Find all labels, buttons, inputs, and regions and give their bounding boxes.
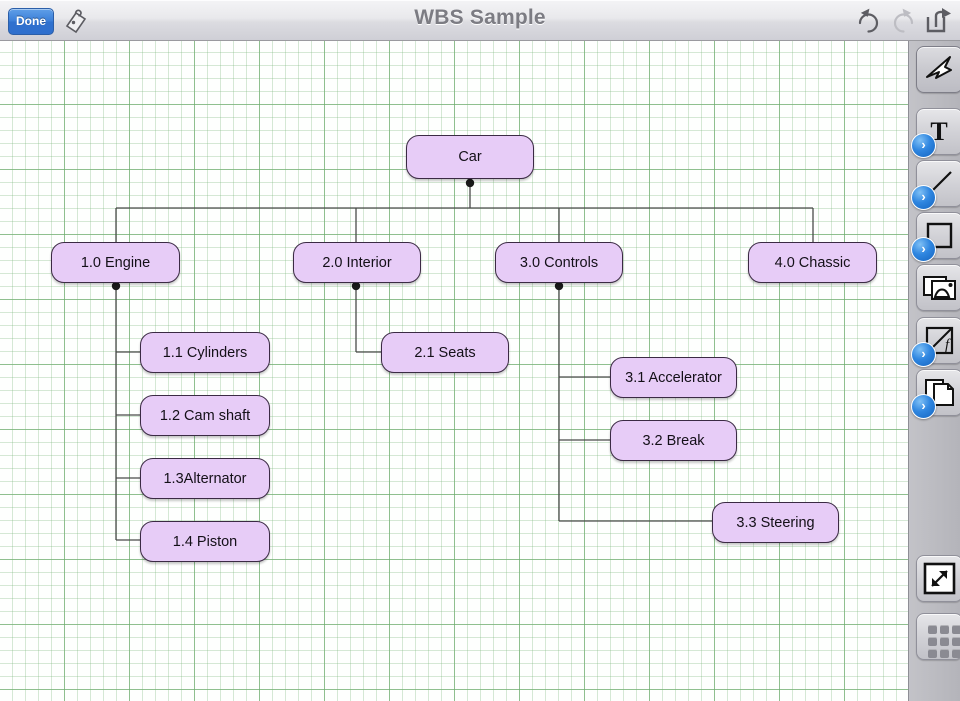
grid-tool[interactable] [916,613,960,660]
connector-dot-interior[interactable] [351,281,361,291]
node-label: 2.0 Interior [322,254,392,271]
node-car[interactable]: Car [406,135,534,179]
redo-icon[interactable] [890,5,918,36]
diagram-canvas[interactable]: Car 1.0 Engine 2.0 Interior 3.0 Controls 4.0… [0,41,960,701]
select-arrow-tool[interactable] [916,46,960,93]
connector-dot-engine[interactable] [111,281,121,291]
duplicate-tool[interactable]: › [911,369,960,419]
node-label: 1.1 Cylinders [162,344,248,361]
text-tool[interactable]: T› [911,108,960,158]
node-label: 1.2 Cam shaft [159,407,251,424]
node-label: 2.1 Seats [414,344,476,361]
tag-icon[interactable] [62,6,90,35]
node-label: Car [458,149,482,165]
node-label: 3.0 Controls [519,254,599,271]
node-label: 3.1 Accelerator [625,369,722,386]
node-accelerator[interactable]: 3.1 Accelerator [610,357,737,398]
shape-tool[interactable]: › [911,212,960,262]
function-tool[interactable]: f› [911,317,960,367]
image-tool[interactable] [916,264,960,311]
done-button[interactable]: Done [8,8,54,35]
node-label: 3.3 Steering [736,514,815,531]
chevron-right-badge-icon[interactable]: › [911,394,936,419]
node-seats[interactable]: 2.1 Seats [381,332,509,373]
node-piston[interactable]: 1.4 Piston [140,521,270,562]
node-controls[interactable]: 3.0 Controls [495,242,623,283]
top-toolbar: Done WBS Sample [0,0,960,41]
node-engine[interactable]: 1.0 Engine [51,242,180,283]
node-label: 1.4 Piston [172,533,238,550]
chevron-right-badge-icon[interactable]: › [911,342,936,367]
chevron-right-badge-icon[interactable]: › [911,185,936,210]
connector-dot-controls[interactable] [554,281,564,291]
node-interior[interactable]: 2.0 Interior [293,242,421,283]
page-title: WBS Sample [414,6,546,29]
node-label: 1.0 Engine [80,254,151,271]
chevron-right-badge-icon[interactable]: › [911,237,936,262]
chevron-right-badge-icon[interactable]: › [911,133,936,158]
connector-layer [111,178,814,541]
node-label: 4.0 Chassic [774,254,851,271]
tool-rail: T›››f›› [908,41,960,701]
undo-icon[interactable] [854,5,882,36]
connector-dot-car[interactable] [465,178,475,188]
node-label: 1.3Alternator [163,470,247,487]
node-steering[interactable]: 3.3 Steering [712,502,839,543]
node-chassic[interactable]: 4.0 Chassic [748,242,877,283]
share-icon[interactable] [924,5,954,36]
resize-tool[interactable] [916,555,960,602]
node-cylinders[interactable]: 1.1 Cylinders [140,332,270,373]
node-camshaft[interactable]: 1.2 Cam shaft [140,395,270,436]
node-label: 3.2 Break [642,432,705,449]
svg-text:f: f [945,337,951,353]
node-break[interactable]: 3.2 Break [610,420,737,461]
node-alternator[interactable]: 1.3Alternator [140,458,270,499]
line-tool[interactable]: › [911,160,960,210]
svg-text:T: T [930,117,947,146]
